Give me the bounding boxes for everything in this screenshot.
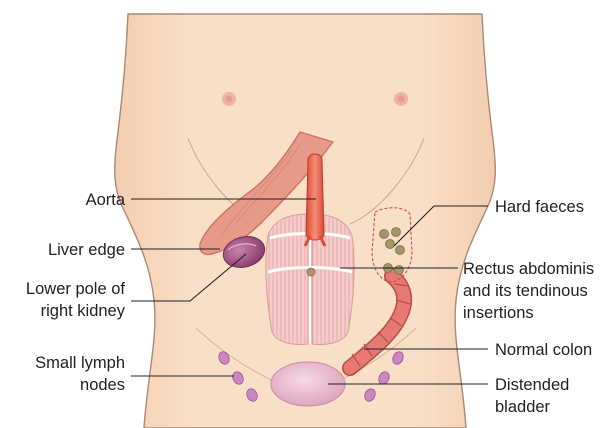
- label-bladder-line-1: Distended: [495, 376, 569, 394]
- normal-colon-fill: [343, 269, 411, 375]
- label-hard-faeces: Hard faeces: [495, 198, 584, 216]
- label-bladder-line-2: bladder: [495, 398, 551, 416]
- label-rectus-line-1: Rectus abdominis: [463, 260, 594, 278]
- leader-lines: [131, 198, 488, 385]
- label-lymph-line-1: Small lymph: [35, 354, 125, 372]
- colon-haustra: [351, 283, 411, 367]
- liver-texture: [221, 143, 301, 235]
- label-kidney-line-1: Lower pole of: [26, 280, 125, 298]
- label-rectus-line-3: insertions: [463, 304, 534, 322]
- kidney-highlight: [227, 243, 257, 251]
- nipple-left-center: [225, 95, 233, 103]
- label-kidney-line-2: right kidney: [41, 302, 126, 320]
- aorta-bifurcation-left: [303, 235, 312, 247]
- liver: [199, 131, 335, 256]
- label-liver-edge: Liver edge: [48, 241, 125, 259]
- rib-margin-right: [349, 137, 425, 225]
- leader-kidney: [131, 253, 247, 302]
- rectus-right-sheath: [311, 213, 355, 345]
- umbilicus: [306, 267, 316, 277]
- kidney-lower-pole: [222, 236, 266, 268]
- aorta-bifurcation-right: [318, 235, 327, 247]
- aorta: [305, 153, 325, 241]
- hard-faeces: [379, 227, 405, 275]
- label-lymph-line-2: nodes: [80, 376, 125, 394]
- rectus-left-sheath: [265, 213, 309, 345]
- label-aorta: Aorta: [86, 191, 126, 209]
- nipple-right-center: [397, 95, 405, 103]
- label-rectus-line-2: and its tendinous: [463, 282, 588, 300]
- hard-faeces-outline: [371, 207, 413, 283]
- label-normal-colon: Normal colon: [495, 341, 592, 359]
- lymph-nodes: [218, 351, 404, 402]
- leader-hard-faeces: [393, 205, 488, 247]
- labels: Aorta Liver edge Lower pole of right kid…: [26, 191, 594, 416]
